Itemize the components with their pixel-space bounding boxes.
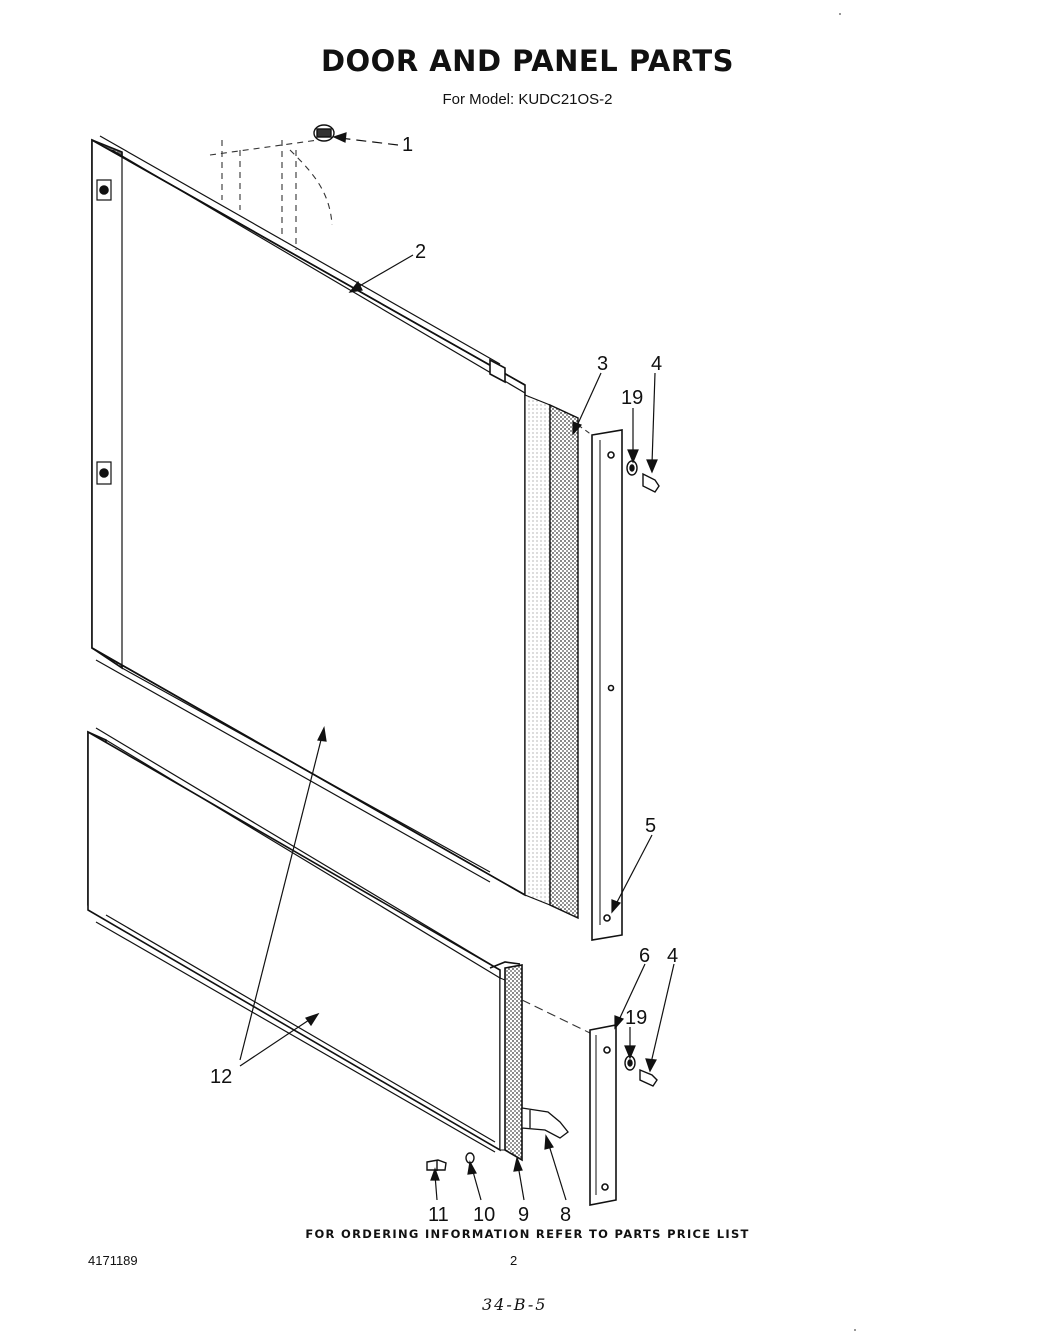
- door-panel-edge: [524, 394, 551, 906]
- side-trim-strip-lower: [589, 1024, 617, 1206]
- callout-4-lower: 4: [667, 945, 678, 967]
- handwritten-note: 34-B-5: [482, 1295, 548, 1314]
- page-title: DOOR AND PANEL PARTS: [320, 44, 735, 78]
- callout-11: 11: [428, 1204, 449, 1226]
- screw-part-11: [426, 1159, 447, 1171]
- callout-1: 1: [402, 134, 413, 156]
- callout-10: 10: [473, 1204, 495, 1226]
- scan-speck: [839, 13, 841, 15]
- callout-8: 8: [560, 1204, 571, 1226]
- access-panel: [87, 727, 523, 1162]
- leader-lines: [239, 132, 675, 1201]
- ordering-info-note: FOR ORDERING INFORMATION REFER TO PARTS …: [305, 1227, 750, 1241]
- callout-6: 6: [639, 945, 650, 967]
- projection-line-strip: [577, 424, 593, 436]
- page-number: 2: [510, 1253, 518, 1268]
- projection-line-lower: [521, 999, 591, 1034]
- callout-3: 3: [597, 353, 608, 375]
- callout-4-upper: 4: [651, 353, 662, 375]
- side-trim-strip-upper: [591, 429, 623, 941]
- callout-12: 12: [210, 1066, 232, 1088]
- projection-lines-top: [209, 139, 333, 250]
- callout-2: 2: [415, 241, 426, 263]
- document-number: 4171189: [88, 1253, 138, 1268]
- mounting-bracket-part-8: [521, 1107, 569, 1139]
- access-panel-gasket: [504, 964, 523, 1162]
- door-panel: [91, 135, 579, 920]
- callout-5: 5: [645, 815, 656, 837]
- callout-9: 9: [518, 1204, 529, 1226]
- callout-19-lower: 19: [625, 1007, 647, 1029]
- callout-19-upper: 19: [621, 387, 643, 409]
- model-subtitle: For Model: KUDC21OS-2: [442, 91, 613, 108]
- scan-speck: [854, 1329, 856, 1331]
- door-side-gasket: [549, 403, 579, 920]
- clip-part-1: [313, 124, 335, 142]
